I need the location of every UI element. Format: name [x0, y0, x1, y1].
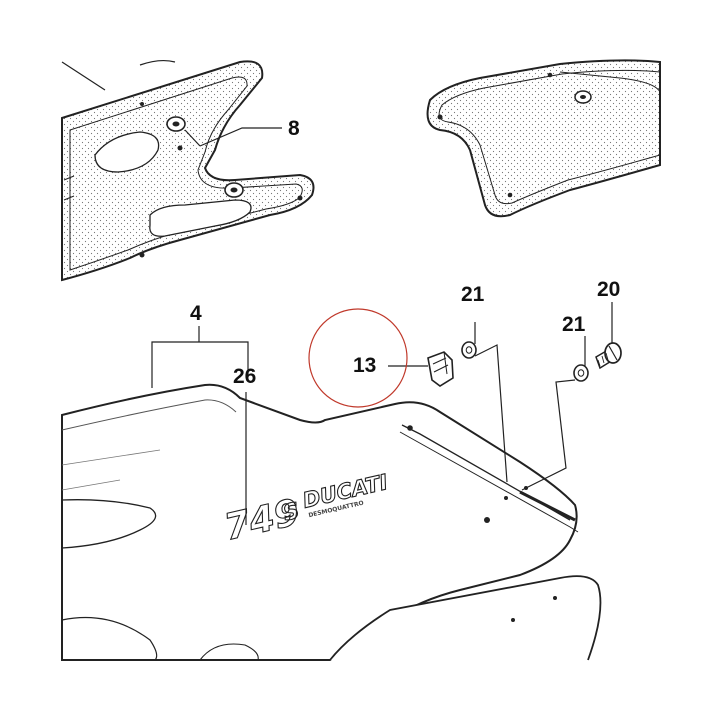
callout-21-a: 21 [461, 283, 485, 306]
decal-variant: S [281, 499, 302, 527]
highlight-circle [308, 308, 408, 408]
washer-a-part-21 [461, 341, 477, 359]
leader-21a-down [474, 344, 508, 483]
screw-part-20 [595, 342, 622, 370]
callout-20: 20 [597, 278, 620, 301]
callout-8: 8 [288, 117, 300, 140]
leader-8b [184, 129, 201, 147]
leader-21b-down [521, 379, 576, 491]
bracket-4 [151, 341, 249, 388]
callout-21-b: 21 [562, 313, 586, 336]
washer-b-part-21 [573, 364, 589, 382]
callout-4: 4 [190, 302, 202, 325]
callout-13: 13 [353, 354, 376, 377]
panel-right [426, 59, 661, 218]
clip-part-13 [427, 351, 454, 387]
fairing-body-part-4 [61, 383, 602, 661]
leader-lines [151, 127, 613, 525]
panel-left-part-8 [61, 59, 315, 282]
leader-8 [199, 127, 282, 147]
callout-26: 26 [233, 365, 256, 388]
